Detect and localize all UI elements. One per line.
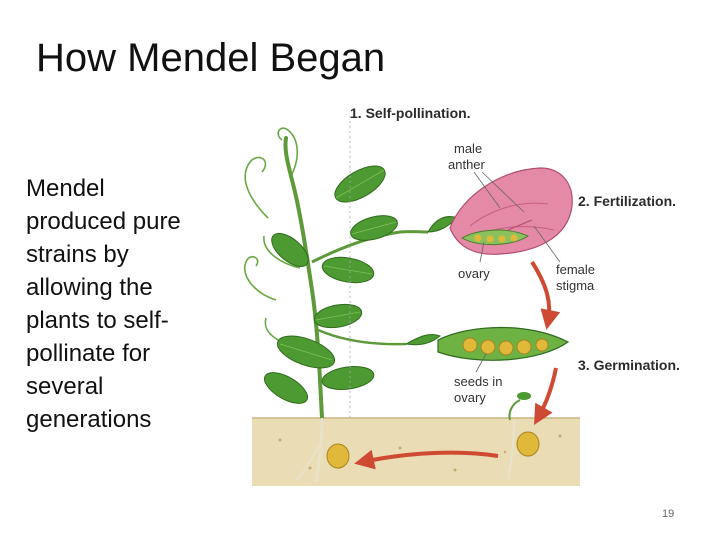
arrow-to-pod bbox=[530, 260, 561, 330]
body-line: Mendel bbox=[26, 175, 105, 202]
arrow-to-seed bbox=[354, 449, 499, 470]
label-female: female bbox=[556, 262, 595, 277]
seed-parent bbox=[295, 417, 350, 483]
leaves bbox=[264, 165, 398, 404]
body-line: produced pure bbox=[26, 208, 181, 235]
slide-body-text: Mendel produced pure strains by allowing… bbox=[26, 172, 216, 436]
leaf-veins bbox=[279, 169, 397, 361]
leader-lines bbox=[349, 116, 561, 418]
label-stigma: stigma bbox=[556, 278, 595, 293]
label-anther: anther bbox=[448, 157, 486, 172]
body-line: allowing the bbox=[26, 274, 153, 301]
body-line: generations bbox=[26, 406, 152, 433]
label-seeds-ovary: ovary bbox=[454, 390, 486, 405]
flower-cross-section bbox=[427, 167, 573, 255]
body-line: plants to self- bbox=[26, 307, 169, 334]
label-ovary: ovary bbox=[458, 266, 490, 281]
body-line: strains by bbox=[26, 241, 129, 268]
label-seeds-in: seeds in bbox=[454, 374, 502, 389]
germinating-seed bbox=[506, 392, 540, 481]
pod-branch bbox=[317, 328, 407, 346]
body-line: pollinate for bbox=[26, 340, 151, 367]
arrow-to-germination bbox=[534, 367, 558, 425]
body-line: several bbox=[26, 373, 104, 400]
slide-title: How Mendel Began bbox=[36, 36, 386, 80]
cycle-arrows bbox=[354, 260, 561, 470]
pea-pod bbox=[404, 326, 570, 361]
label-male: male bbox=[454, 141, 482, 156]
step-label-self-pollination: 1. Self-pollination. bbox=[350, 105, 471, 121]
page-number: 19 bbox=[662, 508, 675, 520]
step-label-fertilization: 2. Fertilization. bbox=[578, 193, 676, 209]
plant-stem bbox=[283, 136, 324, 420]
flower-branch bbox=[311, 230, 429, 264]
step-label-germination: 3. Germination. bbox=[578, 357, 680, 373]
